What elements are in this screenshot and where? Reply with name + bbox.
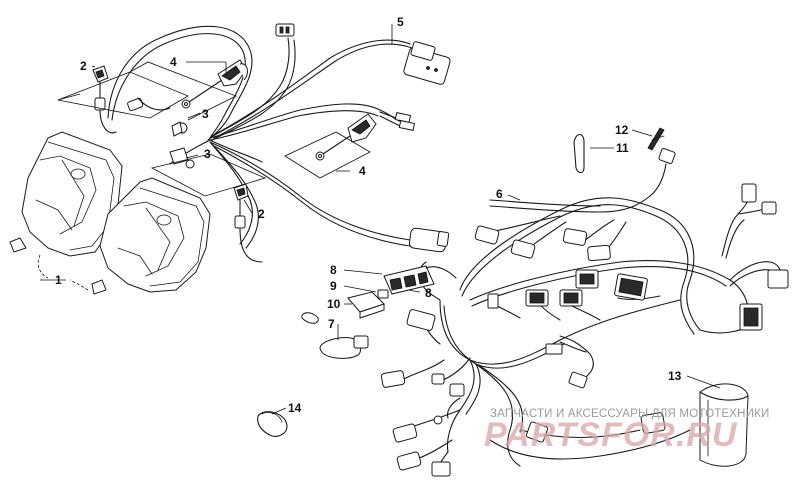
relay-10 [347, 291, 385, 319]
callout-1: 1 [55, 273, 62, 287]
sleeve-13 [699, 383, 749, 467]
callout-leaders [40, 24, 721, 415]
watermark-caption: ЗАПЧАСТИ И АКСЕССУАРЫ ДЛЯ МОТОТЕХНИКИ [490, 408, 770, 420]
headlight-sub-harness [107, 25, 413, 249]
headlight-right [91, 177, 211, 295]
callout-14: 14 [288, 401, 302, 415]
spade-terminals [379, 111, 416, 131]
callout-8-upper: 8 [330, 263, 337, 277]
bulb-4-lower [315, 113, 377, 161]
bulb-4-upper [181, 59, 248, 109]
bulb-socket-upper [92, 65, 171, 134]
callout-7: 7 [328, 317, 335, 331]
callout-12: 12 [615, 123, 629, 137]
fuse-block-8 [383, 265, 457, 295]
callout-8-lower: 8 [425, 286, 432, 300]
callout-5: 5 [397, 15, 404, 29]
bulb-3-upper [171, 121, 188, 137]
callout-9: 9 [330, 279, 337, 293]
watermark-site: PARTSFOR.RU [484, 416, 738, 454]
callout-13: 13 [668, 369, 682, 383]
connector-set-main [380, 148, 789, 477]
fuse-9 [377, 289, 389, 299]
headlight-left [9, 131, 123, 257]
clamp-11 [573, 133, 585, 174]
headlight-connector [408, 227, 450, 253]
callout-10: 10 [327, 297, 341, 311]
clip-ring [301, 312, 319, 324]
callout-3-lower: 3 [204, 147, 211, 161]
callout-11: 11 [616, 141, 629, 155]
callout-2-lower: 2 [258, 207, 265, 221]
headlight-assembly [9, 131, 211, 295]
grommet-12 [647, 127, 665, 151]
callout-6: 6 [496, 187, 503, 201]
callout-4-upper: 4 [170, 55, 177, 69]
callout-4-lower: 4 [359, 164, 366, 178]
harness-connector-5 [403, 41, 451, 85]
relay-item-7 [319, 335, 369, 359]
clamp-ring-14 [257, 411, 288, 437]
callout-2-upper: 2 [80, 59, 87, 73]
callout-labels: 1 2 2 3 3 4 4 5 6 7 8 8 9 10 11 12 13 14 [55, 15, 682, 415]
callout-3-upper: 3 [202, 107, 209, 121]
bulb-socket-lower [233, 183, 263, 263]
plug-top [275, 23, 295, 37]
